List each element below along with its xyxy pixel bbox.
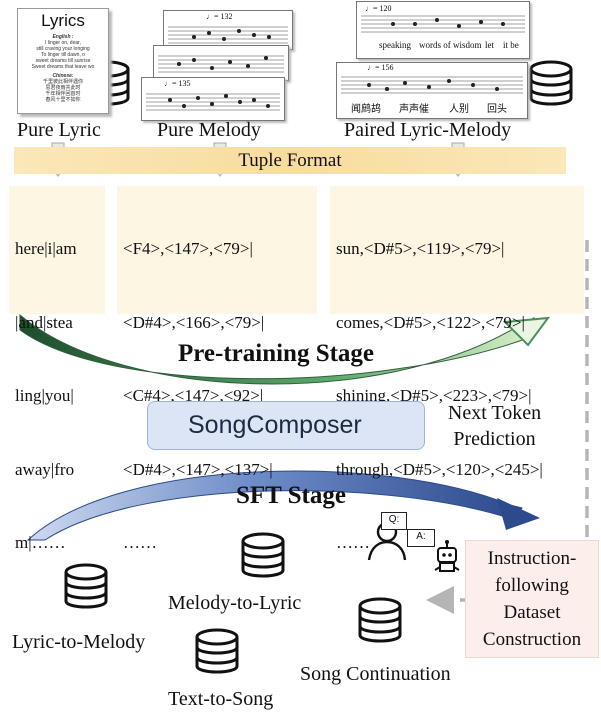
lyrics-doc-line: I linger on, dear, (45, 40, 81, 46)
lyrics-doc-line: still craving your longing (36, 46, 90, 52)
database-icon-text-to-song (195, 628, 239, 674)
tempo-mark: ♩= 132 (206, 12, 233, 21)
staff-lines-icon (168, 26, 288, 44)
instruction-line: following (495, 575, 569, 596)
task-lyric-to-melody: Lyric-to-Melody (12, 631, 146, 653)
task-text-to-song: Text-to-Song (168, 688, 274, 710)
token-line: …… (123, 533, 157, 552)
sheet-lyric: let (485, 40, 494, 50)
sft-arrowhead (497, 498, 540, 530)
sheet-lyric: 闻鹧鸪 (351, 104, 381, 115)
pretraining-arrowhead (502, 316, 551, 347)
tempo-mark: ♩= 156 (367, 63, 394, 72)
database-icon-song-continuation (358, 597, 402, 643)
lyrics-doc-line: sweet dreams till sunrise (35, 58, 91, 64)
token-line: sun,<D#5>,<119>,<79>| (336, 239, 505, 258)
tempo-mark: ♩= 135 (164, 79, 191, 88)
tempo-mark: ♩= 120 (365, 4, 392, 13)
answer-bubble: A: (407, 529, 435, 547)
label-pure-lyric: Pure Lyric (17, 119, 101, 141)
lyrics-doc-line: 思君夜雨共此时 (45, 85, 81, 91)
instruction-line: Instruction- (487, 548, 577, 569)
token-line: ling|you| (15, 386, 74, 405)
sheet-lyric: wisdom (453, 40, 482, 50)
lyrics-doc-line: 千年相伴回首时 (45, 91, 81, 97)
lyrics-doc-title: Lyrics (41, 11, 85, 30)
sheet-lyric: 回头 (487, 104, 507, 115)
sheet-lyric: 人别 (449, 104, 469, 115)
lyrics-doc-line: Sweet dreams that leave wo (31, 64, 95, 70)
lyrics-doc-english-heading: English : (52, 34, 74, 40)
lyrics-doc-line: To linger till dawn, o (41, 52, 85, 58)
pretraining-stage-heading: Pre-training Stage (178, 340, 375, 367)
melody-sheet-back: ♩= 132 (163, 10, 293, 50)
lyrics-document-thumbnail: Lyrics English : I linger on, dear, stil… (17, 8, 109, 114)
token-line: through,<D#5>,<120>,<245>| (336, 459, 543, 479)
token-line: here|i|am (15, 239, 77, 258)
sft-stage-heading: SFT Stage (236, 482, 346, 509)
instruction-line: Construction (482, 629, 582, 650)
sheet-lyric: 声声催 (399, 104, 429, 115)
lyrics-doc-line: 千里彼此相伴遇你 (42, 79, 83, 85)
melody-sheet-middle (153, 45, 289, 81)
staff-lines-icon (146, 93, 280, 111)
lyrics-doc-line: 春风十里不如你 (45, 97, 81, 103)
token-line: …… (336, 533, 370, 552)
lyrics-doc-chinese-heading: Chinese: (52, 73, 74, 79)
next-token-prediction: Next Token Prediction (437, 400, 552, 452)
token-line: |and|stea (15, 312, 73, 332)
songcomposer-model-box: SongComposer (147, 401, 425, 450)
token-line: comes,<D#5>,<122>,<79>| (336, 312, 525, 332)
paired-sheet-chinese: ♩= 156 闻鹧鸪 声声催 人别 回头 (336, 62, 528, 119)
token-line: away|fro (15, 459, 75, 479)
tuple-format-band: Tuple Format (14, 147, 566, 174)
next-token-line: Prediction (453, 428, 536, 450)
token-line: <C#4>,<147>,<92>| (123, 386, 264, 405)
sheet-lyric: speaking (379, 40, 411, 50)
database-icon-paired (529, 60, 573, 106)
label-paired-lyric-melody: Paired Lyric-Melody (344, 119, 512, 141)
sheet-lyric: it be (503, 40, 519, 50)
melody-token-box: <F4>,<147>,<79>| <D#4>,<166>,<79>| <C#4>… (117, 186, 317, 552)
sheet-lyric: words of (419, 40, 451, 50)
songcomposer-label: SongComposer (188, 411, 362, 439)
paired-token-box: sun,<D#5>,<119>,<79>| comes,<D#5>,<122>,… (330, 186, 584, 552)
melody-sheet-front: ♩= 135 (141, 77, 285, 121)
token-line: <D#4>,<166>,<79>| (123, 312, 265, 332)
question-bubble: Q: (381, 512, 407, 530)
robot-icon (434, 540, 460, 572)
label-pure-melody: Pure Melody (157, 119, 261, 141)
lyric-token-box: here|i|am |and|stea ling|you| away|fro m… (9, 186, 105, 552)
token-line: <F4>,<147>,<79>| (123, 239, 253, 258)
token-line: <D#4>,<147>,<137>| (123, 459, 273, 479)
task-melody-to-lyric: Melody-to-Lyric (168, 592, 302, 614)
next-token-line: Next Token (447, 402, 542, 424)
staff-lines-icon (158, 55, 284, 73)
staff-lines-icon (361, 15, 525, 33)
token-line: m|…… (15, 533, 66, 552)
task-song-continuation: Song Continuation (300, 663, 451, 685)
instruction-line: Dataset (503, 602, 561, 623)
staff-lines-icon (341, 76, 523, 94)
instruction-dataset-box: Instruction- following Dataset Construct… (465, 540, 599, 658)
paired-sheet-english: ♩= 120 speaking words of wisdom let it b… (356, 1, 530, 59)
token-line: shining,<D#5>,<223>,<79>| (336, 386, 532, 405)
